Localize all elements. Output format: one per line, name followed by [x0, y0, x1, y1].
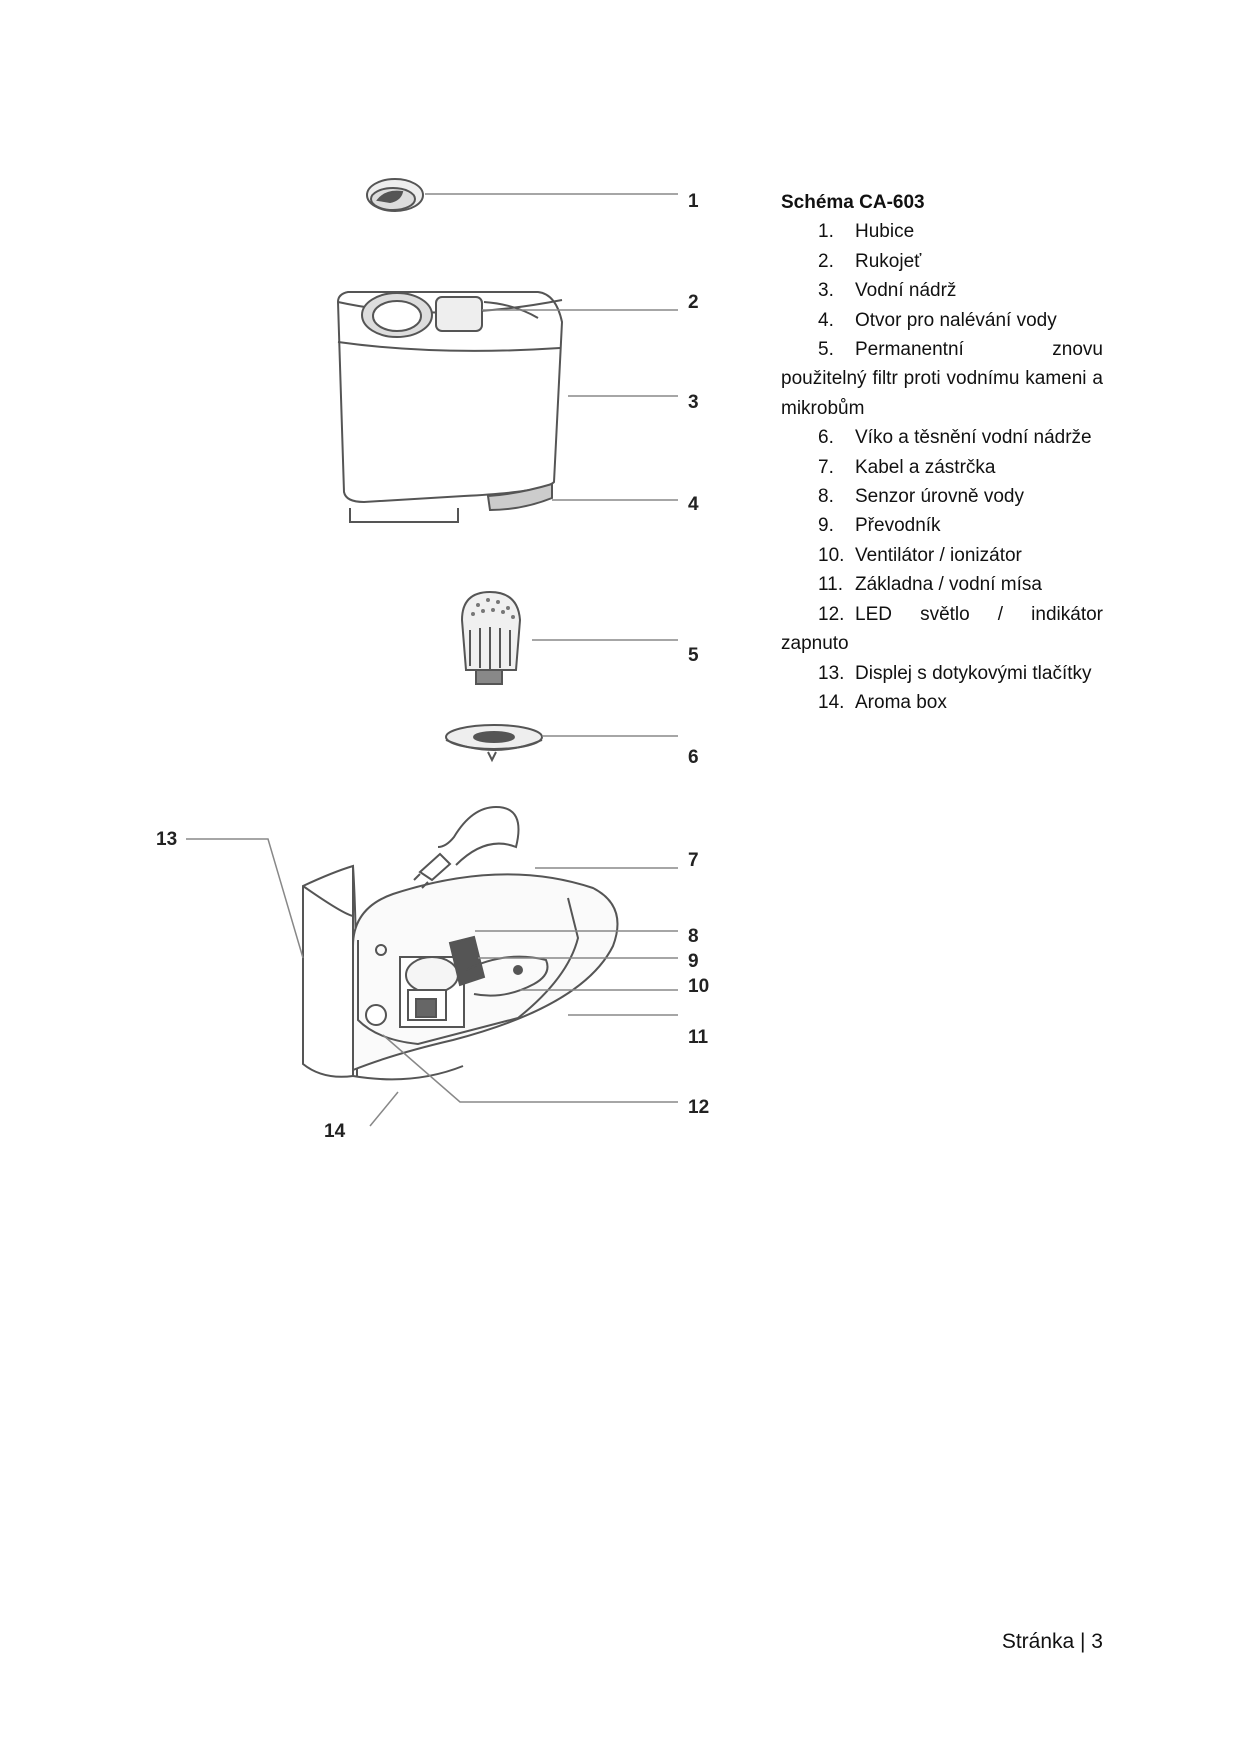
filter-drawing [460, 590, 522, 685]
item-number: 6. [818, 427, 834, 449]
nozzle-drawing [366, 178, 424, 212]
list-item: 1. Hubice [781, 217, 1103, 246]
callout-9: 9 [688, 951, 699, 972]
callout-7: 7 [688, 850, 699, 871]
item-number: 9. [818, 515, 834, 537]
list-item: 11. Základna / vodní mísa [781, 570, 1103, 599]
item-number: 11. [818, 574, 844, 596]
tank-lid-drawing [445, 724, 543, 763]
item-label: Aroma box [855, 691, 947, 713]
list-item: 13. Displej s dotykovými tlačítky [781, 659, 1103, 688]
item-number: 4. [818, 309, 834, 331]
item-number: 14. [818, 691, 845, 713]
item-label: Otvor pro nalévání vody [855, 309, 1057, 331]
list-item: 5.Permanentní znovu použitelný filtr pro… [781, 335, 1103, 423]
item-number: 10. [818, 544, 845, 566]
item-number: 1. [818, 221, 834, 243]
callout-12: 12 [688, 1097, 709, 1118]
callout-3: 3 [688, 392, 699, 413]
item-number: 12. [818, 603, 845, 625]
item-label: Displej s dotykovými tlačítky [855, 662, 1092, 684]
list-item: 6. Víko a těsnění vodní nádrže [781, 423, 1103, 452]
item-number: 2. [818, 250, 834, 272]
callout-13: 13 [156, 829, 177, 850]
item-label: Hubice [855, 221, 915, 243]
item-label: Vodní nádrž [855, 280, 957, 302]
item-label: Rukojeť [855, 250, 922, 272]
item-number: 13. [818, 662, 845, 684]
callout-2: 2 [688, 292, 699, 313]
list-item: 9. Převodník [781, 511, 1103, 540]
page-footer: Stránka | 3 [1001, 1630, 1103, 1653]
item-label: Kabel a zástrčka [855, 456, 996, 478]
list-item: 14. Aroma box [781, 688, 1103, 717]
parts-list: Schéma CA-603 1. Hubice 2. Rukojeť 3. Vodní… [781, 188, 1103, 717]
callout-5: 5 [688, 645, 699, 666]
item-number: 5. [818, 339, 834, 361]
callout-4: 4 [688, 494, 699, 515]
item-label: Senzor úrovně vody [855, 486, 1024, 508]
callout-14: 14 [324, 1121, 346, 1142]
water-tank-drawing [336, 291, 564, 523]
list-item: 4. Otvor pro nalévání vody [781, 306, 1103, 335]
item-label: Ventilátor / ionizátor [855, 544, 1022, 566]
callout-8: 8 [688, 926, 699, 947]
callout-10: 10 [688, 976, 709, 997]
item-label: Permanentní znovu použitelný filtr proti… [781, 339, 1103, 419]
callout-numbers: 1 2 3 4 5 6 7 8 9 10 11 12 13 14 [156, 191, 709, 1142]
parts-list-title: Schéma CA-603 [781, 192, 925, 213]
item-label: Víko a těsnění vodní nádrže [855, 427, 1092, 449]
callout-6: 6 [688, 747, 699, 768]
callout-11: 11 [688, 1027, 709, 1048]
list-item: 8. Senzor úrovně vody [781, 482, 1103, 511]
list-item: 7. Kabel a zástrčka [781, 453, 1103, 482]
list-item: 2. Rukojeť [781, 247, 1103, 276]
callout-1: 1 [688, 191, 699, 212]
list-item: 3. Vodní nádrž [781, 276, 1103, 305]
item-number: 7. [818, 456, 834, 478]
parts-list-items: 1. Hubice 2. Rukojeť 3. Vodní nádrž 4. Otvor… [781, 217, 1103, 717]
item-label: LED světlo / indikátor zapnuto [781, 603, 1103, 655]
list-item: 12.LED světlo / indikátor zapnuto [781, 600, 1103, 659]
item-label: Převodník [855, 515, 941, 537]
leader-lines [186, 193, 678, 1127]
base-assembly-drawing [302, 805, 619, 1081]
item-label: Základna / vodní mísa [855, 574, 1042, 596]
list-item: 10. Ventilátor / ionizátor [781, 541, 1103, 570]
item-number: 3. [818, 280, 834, 302]
item-number: 8. [818, 486, 834, 508]
